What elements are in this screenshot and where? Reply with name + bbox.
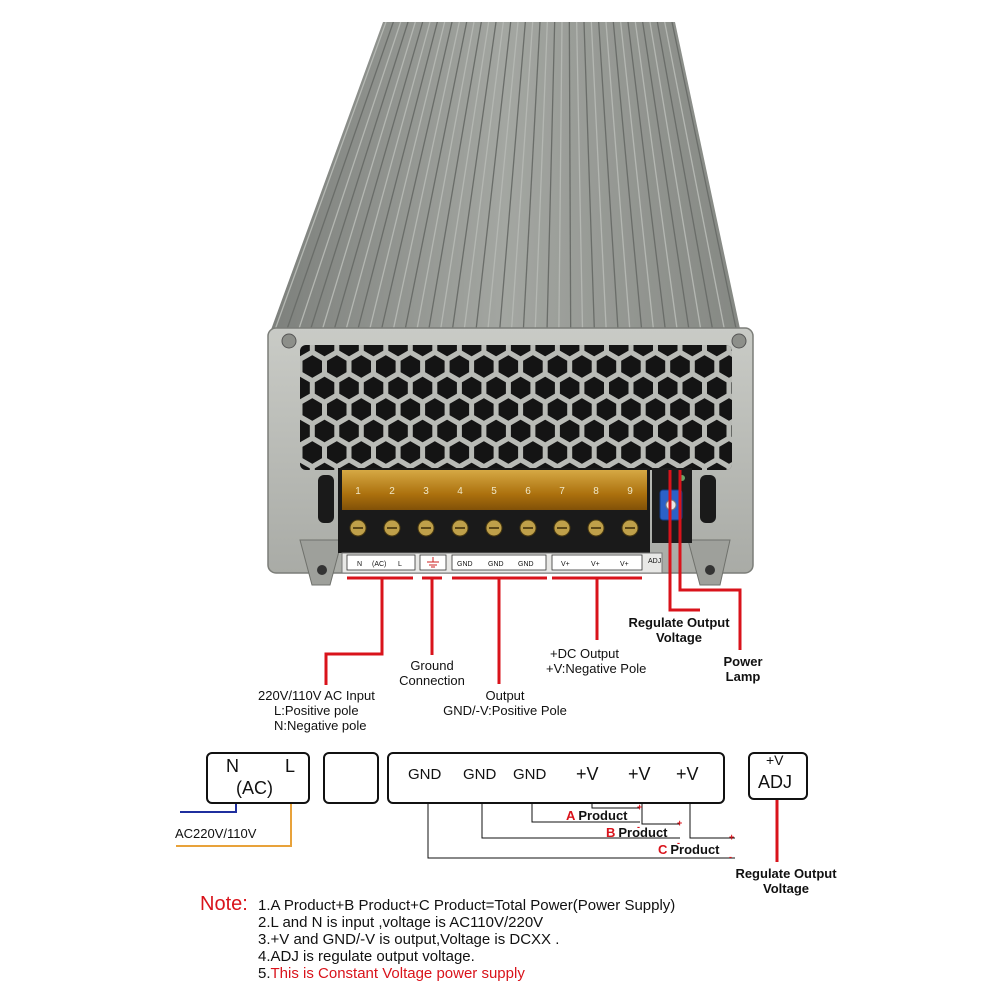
regulate-line2: Voltage [656,630,702,645]
out-box-v-1: +V [576,764,599,784]
note-title: Note: [200,893,248,915]
output-callout: Output GND/-V:Positive Pole [430,688,580,718]
mounting-foot-right [687,539,731,586]
product-a-word: Product [578,808,628,823]
terminal-number: 9 [627,486,633,497]
adj-regulate-label: Regulate Output Voltage [722,866,850,896]
product-a-letter: A [566,808,576,823]
ac-input-n-pole: N:Negative pole [274,718,367,733]
panel-label-l: L [398,561,402,568]
ground-box [323,752,379,804]
adj-regulate-line1: Regulate Output [735,866,837,881]
product-c-plus: + [729,832,735,842]
product-c-letter: C [658,842,668,857]
terminal-number: 5 [491,486,497,497]
product-a-minus: - [637,822,640,832]
dc-output-callout: +DC Output +V:Negative Pole [546,646,646,676]
note-line-5-prefix: 5. [258,965,271,982]
ac-input-l-pole: L:Positive pole [274,703,359,718]
product-b-word: Product [618,825,668,840]
out-box-gnd-1: GND [408,766,442,783]
output-callout-line1: Output [485,688,525,703]
ac-box-l: L [285,756,296,776]
regulate-callout: Regulate Output Voltage [615,615,743,645]
ac-input-title: 220V/110V AC Input [258,688,375,703]
panel-label-v-2: V+ [591,561,600,568]
mount-hole-icon [705,565,715,575]
ac-voltage-label: AC220V/110V [175,826,257,841]
panel-label-ac: (AC) [372,561,386,568]
adj-box-top: +V [766,752,784,768]
ac-box-ac: (AC) [236,778,273,798]
terminal-cover [342,470,647,510]
panel-label-gnd-2: GND [488,561,504,568]
terminal-number: 1 [355,486,361,497]
terminal-number: 6 [525,486,531,497]
panel-label-n: N [357,561,362,568]
out-box-v-3: +V [676,764,699,784]
side-slot-right [700,475,716,523]
dc-output-line1: +DC Output [550,646,620,661]
note-line-4: 4.ADJ is regulate output voltage. [258,948,475,965]
out-box-v-2: +V [628,764,651,784]
regulate-line1: Regulate Output [628,615,730,630]
screw-icon [731,333,747,349]
panel-label-adj: ADJ [648,558,661,565]
heat-sink-fins [271,22,739,338]
product-b-letter: B [606,825,616,840]
callout-lines [324,470,742,685]
terminal-number: 3 [423,486,429,497]
hex-vent-grille [300,345,732,470]
terminal-number: 4 [457,486,463,497]
power-lamp-line2: Lamp [725,669,761,684]
terminal-number: 2 [389,486,395,497]
panel-label-v-1: V+ [561,561,570,568]
note-line-2: 2.L and N is input ,voltage is AC110V/22… [258,914,544,931]
mounting-foot-left [299,539,343,586]
terminal-screws: 1 2 3 4 5 6 7 8 9 [349,486,639,537]
terminal-number: 7 [559,486,565,497]
output-callout-line2: GND/-V:Positive Pole [443,703,567,718]
side-slot-left [318,475,334,523]
ac-input-callout: 220V/110V AC Input L:Positive pole N:Neg… [258,688,375,733]
adj-box-bottom: ADJ [758,772,793,792]
power-lamp-callout: Power Lamp [712,654,774,684]
power-lamp-line1: Power [723,654,763,669]
ac-box-n: N [226,756,239,776]
ground-symbol-icon [427,557,439,568]
note-line-5-text: This is Constant Voltage power supply [270,965,525,982]
note-line-1: 1.A Product+B Product+C Product=Total Po… [258,897,676,914]
terminal-number: 8 [593,486,599,497]
mount-hole-icon [317,565,327,575]
ground-callout-line2: Connection [399,673,465,688]
panel-label-gnd-3: GND [518,561,534,568]
dc-output-line2: +V:Negative Pole [546,661,647,676]
ground-callout: Ground Connection [392,658,472,688]
note-line-5: 5.This is Constant Voltage power supply [258,965,525,982]
note-line-3: 3.+V and GND/-V is output,Voltage is DCX… [258,931,560,948]
product-c-word: Product [670,842,720,857]
product-a-plus: + [637,802,643,812]
output-box [387,752,725,804]
product-b-plus: + [677,818,683,828]
adj-regulate-line2: Voltage [763,881,809,896]
out-box-gnd-3: GND [513,766,547,783]
ground-callout-line1: Ground [410,658,454,673]
panel-label-gnd-1: GND [457,561,473,568]
adj-box [748,752,808,800]
panel-label-v-3: V+ [620,561,629,568]
ac-input-box [206,752,310,804]
out-box-gnd-2: GND [463,766,497,783]
product-b-minus: - [677,838,680,848]
product-c-minus: - [729,852,732,862]
screw-icon [281,333,297,349]
